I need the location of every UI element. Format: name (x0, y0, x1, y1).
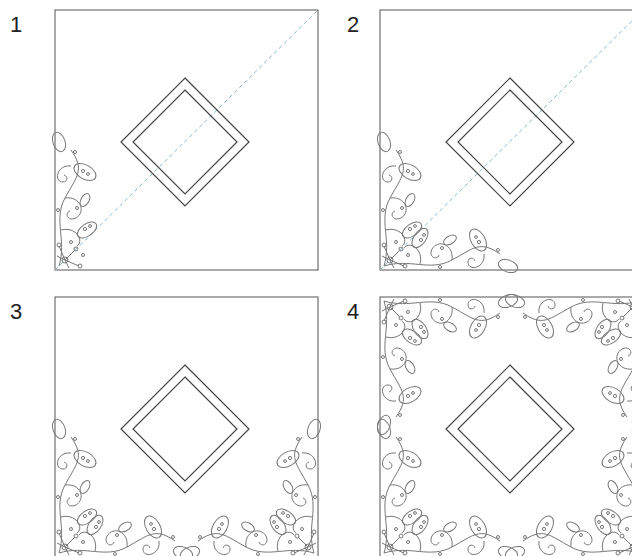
panel (375, 10, 632, 275)
panel (50, 297, 323, 556)
step-number: 1 (10, 14, 22, 36)
step-number: 2 (347, 14, 359, 36)
panel (50, 10, 318, 270)
step-number: 3 (10, 301, 22, 323)
panel (375, 292, 632, 556)
step-number: 4 (347, 301, 359, 323)
